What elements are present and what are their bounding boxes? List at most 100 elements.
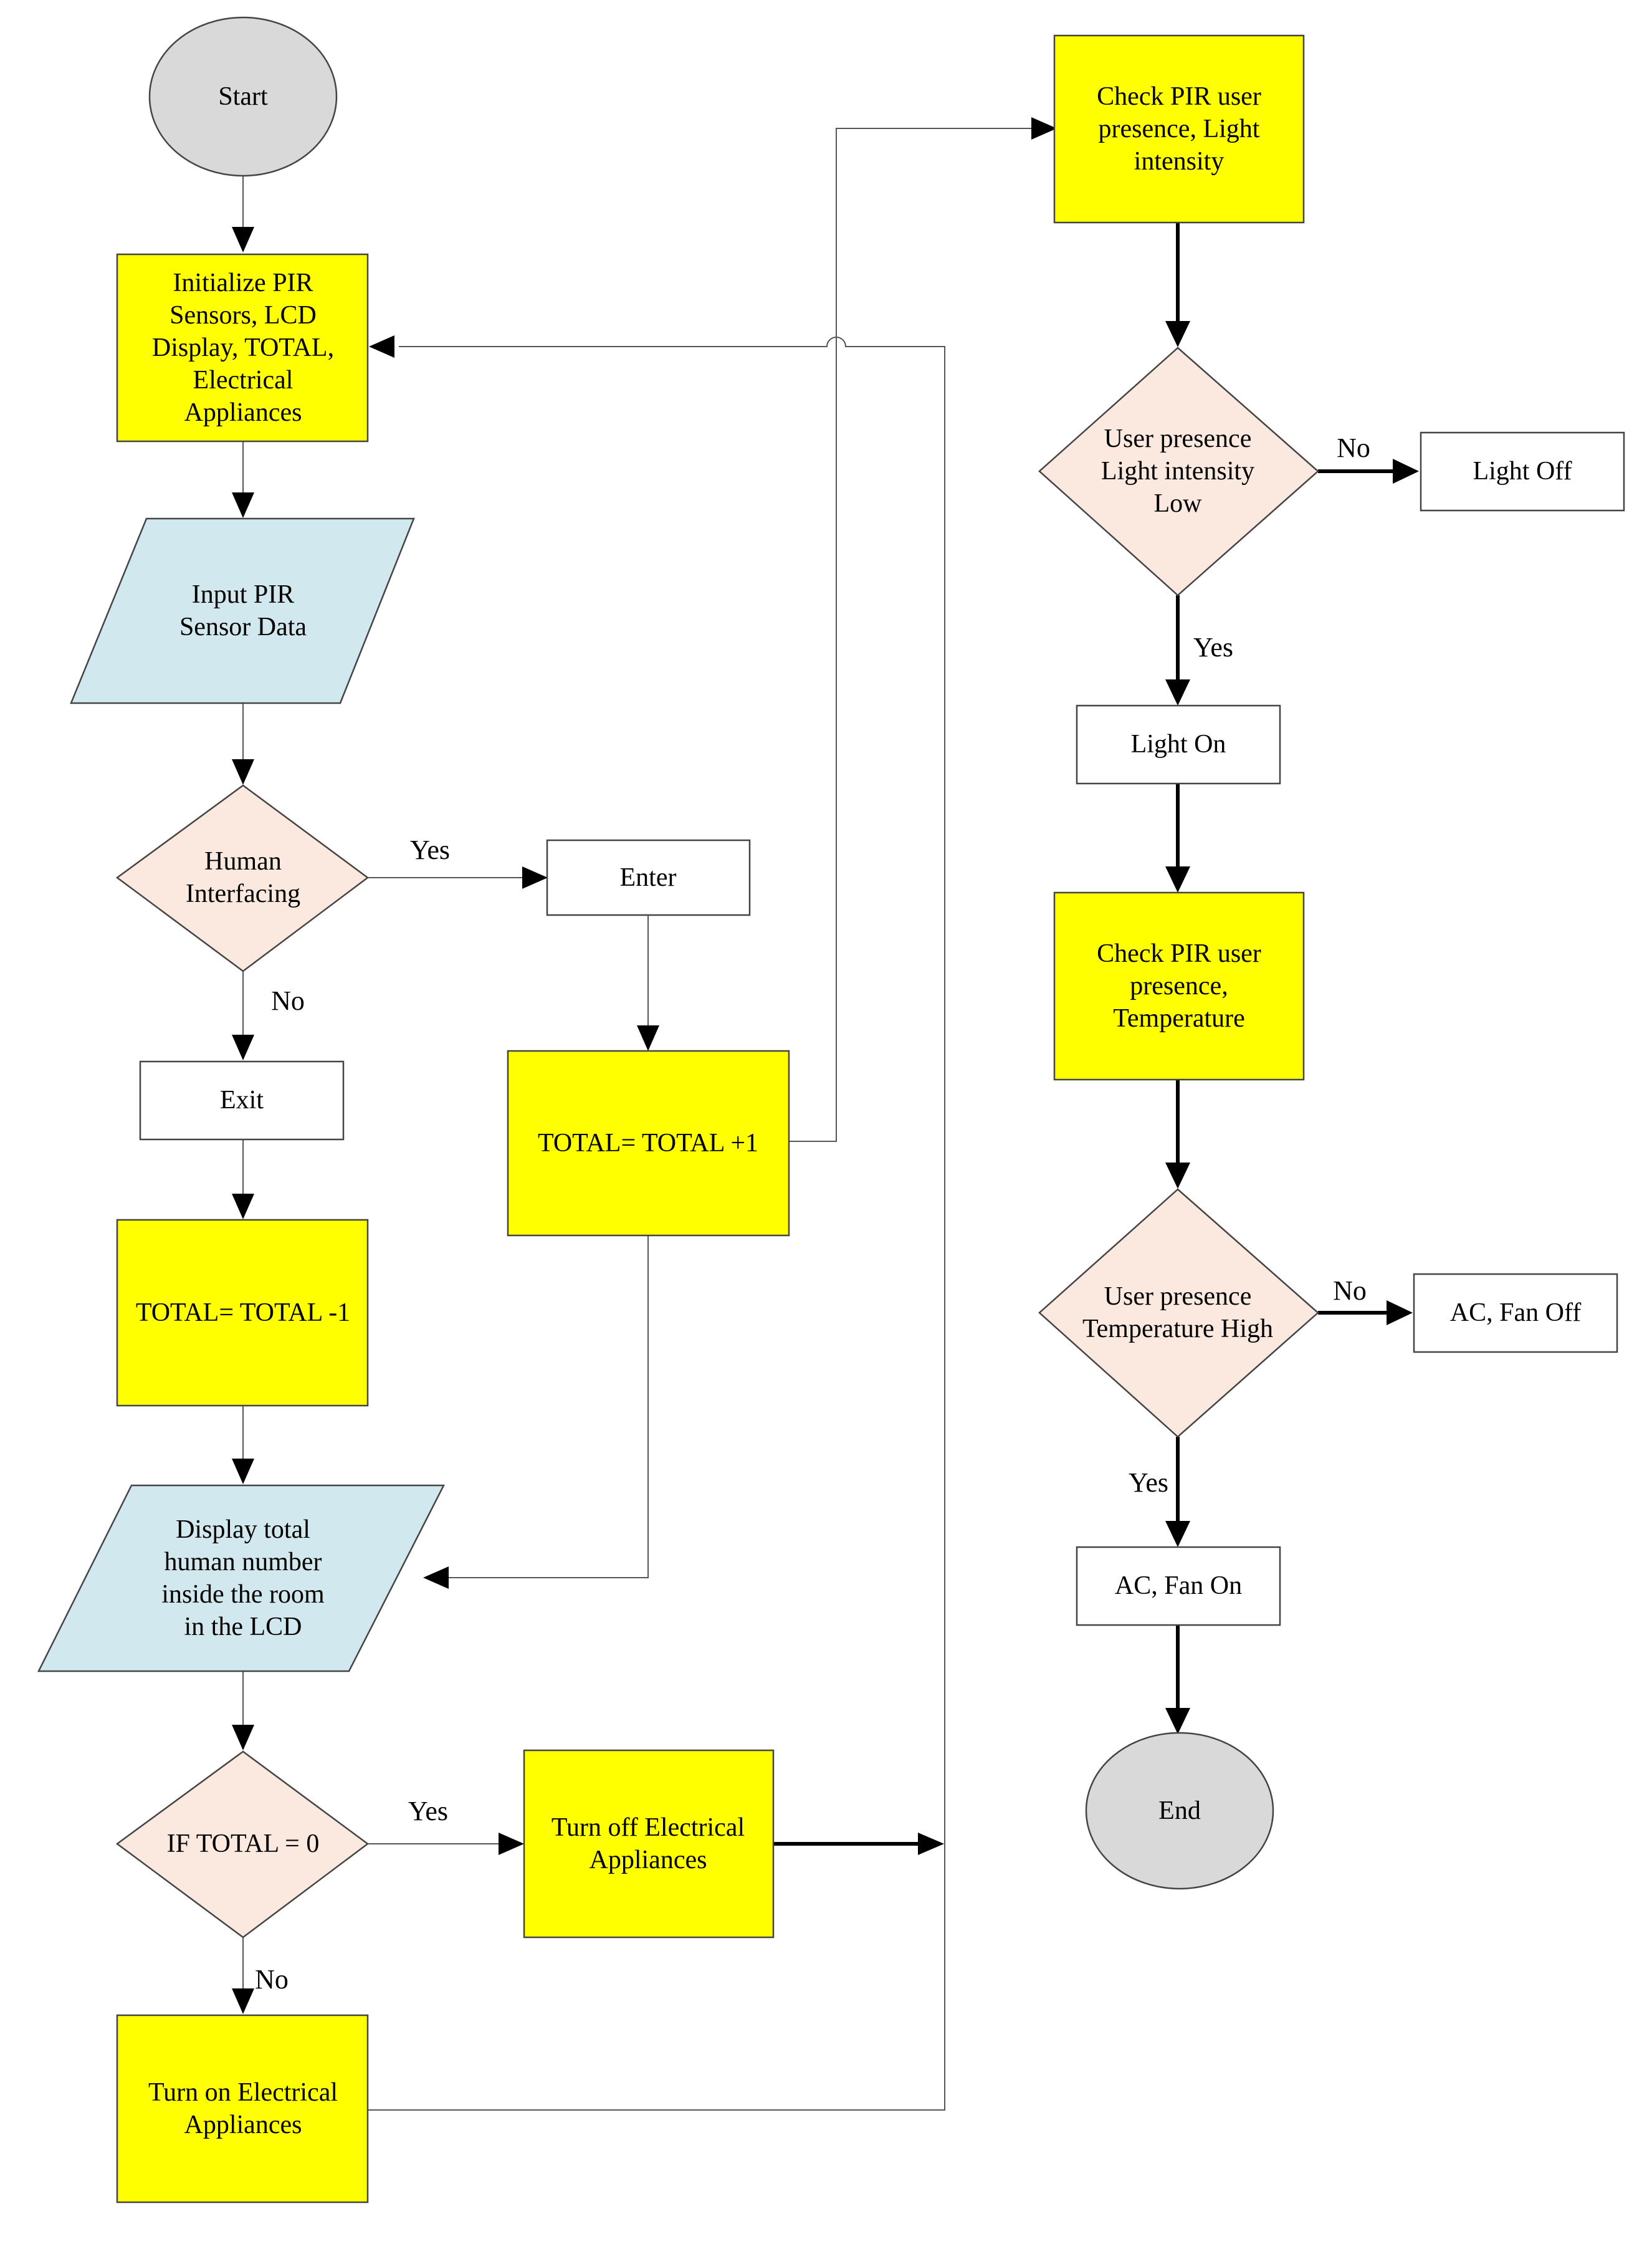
- label-line: Exit: [220, 1086, 264, 1115]
- total-plus-label: TOTAL= TOTAL +1: [538, 1129, 758, 1158]
- label-line: presence,: [1130, 972, 1228, 1000]
- label-line: Electrical: [193, 366, 294, 395]
- label-line: User presence: [1104, 424, 1252, 453]
- label-line: Display, TOTAL,: [152, 333, 334, 362]
- label-line: Temperature: [1113, 1004, 1245, 1033]
- connectors: [232, 117, 1419, 2111]
- label-line: Light intensity: [1101, 457, 1254, 486]
- arrowhead: [232, 759, 254, 785]
- total-minus-process: [116, 1219, 369, 1407]
- check-temp-label: Check PIR user presence, Temperature: [1097, 939, 1261, 1033]
- label-line: Enter: [620, 863, 677, 892]
- start-label: Start: [218, 82, 268, 111]
- arrowhead: [918, 1833, 944, 1855]
- turn-off-process: [523, 1749, 775, 1939]
- arrowhead: [1165, 321, 1190, 347]
- label-line: Human: [204, 847, 282, 876]
- ac-off-label: AC, Fan Off: [1450, 1298, 1581, 1327]
- node-labels: Start Initialize PIR Sensors, LCD Display,…: [136, 82, 1581, 2139]
- label-line: End: [1158, 1796, 1201, 1825]
- human-yes-label: Yes: [410, 835, 450, 865]
- label-line: Appliances: [184, 398, 302, 427]
- label-line: in the LCD: [184, 1613, 302, 1641]
- label-line: Sensors, LCD: [169, 301, 317, 330]
- init-process: [116, 253, 369, 443]
- label-line: Turn off Electrical: [551, 1813, 745, 1842]
- arrowhead: [1031, 117, 1057, 140]
- display-total-io: [37, 1484, 446, 1672]
- exit-box: [139, 1060, 345, 1141]
- light-off-box: [1420, 431, 1625, 512]
- edge-on-loop-init: [368, 337, 945, 2111]
- label-line: TOTAL= TOTAL -1: [136, 1298, 350, 1327]
- arrowhead: [232, 227, 254, 252]
- arrowhead: [1165, 1521, 1190, 1547]
- light-no-label: No: [1337, 433, 1370, 463]
- label-line: Appliances: [184, 2111, 302, 2139]
- if-total-zero-label: IF TOTAL = 0: [167, 1829, 320, 1858]
- label-line: Check PIR user: [1097, 939, 1261, 968]
- end-terminal: [1085, 1732, 1274, 1890]
- turn-on-process: [116, 2014, 369, 2203]
- arrowhead: [423, 1566, 449, 1589]
- light-decision: [1038, 347, 1319, 597]
- check-temp-process: [1053, 891, 1305, 1081]
- light-on-label: Light On: [1131, 730, 1226, 759]
- input-pir-io: [70, 517, 415, 704]
- label-line: Interfacing: [186, 880, 300, 908]
- ac-on-label: AC, Fan On: [1115, 1571, 1242, 1600]
- label-line: IF TOTAL = 0: [167, 1829, 320, 1858]
- label-line: AC, Fan On: [1115, 1571, 1242, 1600]
- label-line: Temperature High: [1082, 1315, 1273, 1343]
- ac-on-box: [1076, 1546, 1281, 1626]
- label-line: Light On: [1131, 730, 1226, 759]
- shapes: [37, 16, 1625, 2203]
- label-line: Initialize PIR: [173, 269, 313, 297]
- temp-no-label: No: [1333, 1275, 1367, 1306]
- edge-plus-checklight: [789, 128, 1034, 1142]
- arrowhead: [232, 1725, 254, 1750]
- arrowhead: [232, 1988, 254, 2014]
- light-on-box: [1076, 704, 1281, 785]
- label-line: presence, Light: [1099, 115, 1260, 143]
- arrowhead: [637, 1025, 659, 1051]
- label-line: User presence: [1104, 1282, 1252, 1311]
- arrowhead: [1165, 866, 1190, 893]
- arrowhead: [232, 1459, 254, 1484]
- total-plus-process: [507, 1050, 790, 1237]
- arrowhead: [232, 492, 254, 518]
- edge-labels: Yes No Yes No No Yes No Yes: [255, 433, 1370, 1995]
- label-line: Check PIR user: [1097, 82, 1261, 111]
- arrowhead: [1165, 1708, 1190, 1734]
- label-line: Sensor Data: [179, 613, 307, 641]
- label-line: Turn on Electrical: [148, 2078, 338, 2107]
- label-line: Low: [1154, 489, 1203, 518]
- temp-yes-label: Yes: [1129, 1467, 1168, 1498]
- arrowhead: [1165, 1163, 1190, 1189]
- ac-off-box: [1413, 1273, 1618, 1353]
- edge-plus-display: [446, 1235, 649, 1578]
- light-off-label: Light Off: [1473, 457, 1572, 486]
- arrowhead: [232, 1035, 254, 1060]
- start-terminal: [148, 16, 338, 177]
- arrowhead: [232, 1194, 254, 1219]
- arrowhead: [1387, 1300, 1413, 1325]
- enter-box: [546, 839, 751, 916]
- init-label: Initialize PIR Sensors, LCD Display, TOTAL…: [152, 269, 334, 427]
- total-minus-label: TOTAL= TOTAL -1: [136, 1298, 350, 1327]
- arrowhead: [1165, 679, 1190, 706]
- exit-label: Exit: [220, 1086, 264, 1115]
- arrowhead: [522, 866, 548, 889]
- label-line: Start: [218, 82, 268, 111]
- label-line: inside the room: [161, 1580, 325, 1609]
- label-line: AC, Fan Off: [1450, 1298, 1581, 1327]
- label-line: Light Off: [1473, 457, 1572, 486]
